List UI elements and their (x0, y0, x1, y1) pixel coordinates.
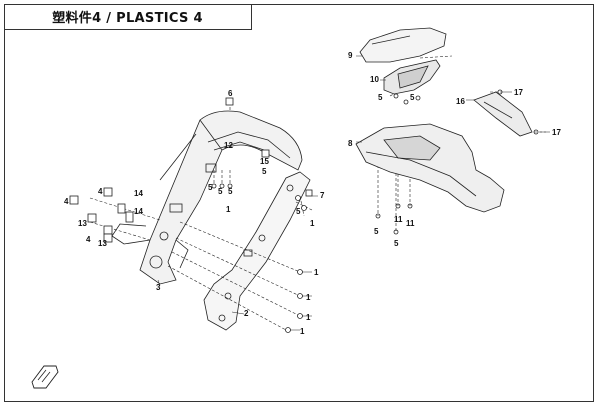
callout-5d: 5 (262, 167, 267, 176)
callout-1d: 1 (306, 313, 311, 322)
callout-5c: 5 (228, 187, 233, 196)
callout-5b: 5 (218, 187, 223, 196)
callout-17b: 17 (552, 128, 561, 137)
rear-frame-part-3 (111, 110, 303, 285)
callout-11b: 11 (406, 219, 415, 228)
callout-15: 15 (260, 157, 269, 166)
callout-6: 6 (228, 89, 233, 98)
bracket-plate-part-2 (203, 171, 311, 331)
callout-14a: 14 (134, 189, 143, 198)
callout-5h: 5 (374, 227, 379, 236)
callout-4b: 4 (98, 187, 103, 196)
callout-labels: 6 12 15 5 5 5 5 7 5 1 1 1 1 1 2 3 4 4 4 … (64, 51, 561, 336)
page-title: 塑料件4 / PLASTICS 4 (52, 11, 203, 26)
callout-9: 9 (348, 51, 353, 60)
callout-1b: 1 (314, 268, 319, 277)
callout-1e: 1 (300, 327, 305, 336)
callout-16: 16 (456, 97, 465, 106)
callout-4a: 4 (64, 197, 69, 206)
drawing-frame (4, 4, 594, 402)
front-direction-arrow-icon (31, 365, 59, 389)
callout-13a: 13 (78, 219, 87, 228)
callout-3: 3 (156, 283, 161, 292)
callout-17a: 17 (514, 88, 523, 97)
callout-5a: 5 (208, 183, 213, 192)
title-block: 塑料件4 / PLASTICS 4 (4, 4, 252, 30)
light-housing-part-10 (383, 59, 441, 105)
bracket-part-16 (473, 89, 539, 137)
callout-4c: 4 (86, 235, 91, 244)
callout-12: 12 (224, 141, 233, 150)
callout-10: 10 (370, 75, 379, 84)
callout-1c: 1 (306, 293, 311, 302)
callout-13b: 13 (98, 239, 107, 248)
callout-1f: 1 (226, 205, 231, 214)
callout-14b: 14 (134, 207, 143, 216)
callout-7: 7 (320, 191, 325, 200)
callout-8: 8 (348, 139, 353, 148)
leader-lines (157, 55, 550, 331)
callout-2: 2 (244, 309, 249, 318)
callout-5e: 5 (296, 207, 301, 216)
rear-fender-part-8 (355, 123, 505, 235)
callout-5g: 5 (410, 93, 415, 102)
callout-5i: 5 (394, 239, 399, 248)
callout-1a: 1 (310, 219, 315, 228)
callout-5f: 5 (378, 93, 383, 102)
callout-11a: 11 (394, 215, 403, 224)
fastener-group-left (69, 187, 134, 243)
cover-part-9 (359, 27, 447, 63)
